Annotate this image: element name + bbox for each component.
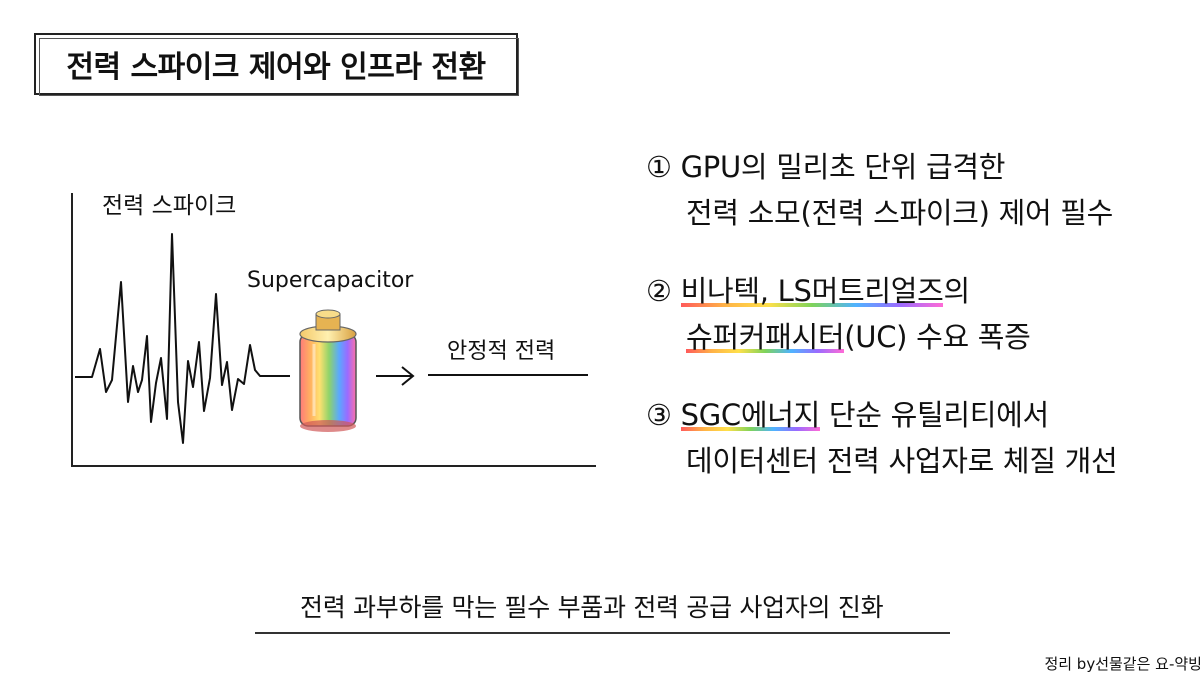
point-number: ②: [646, 274, 672, 308]
supercapacitor-icon: [299, 309, 357, 432]
point-text-continued: (UC) 수요 폭증: [844, 320, 1031, 354]
point-text: GPU의 밀리초 단위 급격한: [680, 150, 1006, 184]
spike-waveform: [75, 233, 290, 444]
stable-power-label: 안정적 전력: [447, 339, 556, 364]
spike-label: 전력 스파이크: [102, 193, 237, 219]
point-number: ①: [646, 150, 672, 184]
supercapacitor-label: Supercapacitor: [247, 268, 414, 293]
summary-subtitle: 전력 과부하를 막는 필수 부품과 전력 공급 사업자의 진화: [300, 593, 884, 622]
point-text: 의: [943, 274, 970, 308]
arrow-right-icon: [376, 366, 415, 386]
highlighted-company-name: SGC에너지: [680, 398, 820, 432]
point-text-continued: 데이터센터 전력 사업자로 체질 개선: [686, 444, 1118, 478]
point-text: 단순 유틸리티에서: [820, 398, 1049, 432]
author-credit: 정리 by선물같은 요-약빙: [1044, 655, 1202, 673]
key-point-1: ① GPU의 밀리초 단위 급격한 전력 소모(전력 스파이크) 제어 필수: [646, 144, 1166, 236]
key-point-3: ③ SGC에너지 단순 유틸리티에서 데이터센터 전력 사업자로 체질 개선: [646, 392, 1166, 484]
point-number: ③: [646, 398, 672, 432]
highlighted-product: 슈퍼커패시터: [686, 320, 845, 354]
key-point-2: ② 비나텍, LS머트리얼즈의 슈퍼커패시터(UC) 수요 폭증: [646, 268, 1166, 360]
point-text-continued: 전력 소모(전력 스파이크) 제어 필수: [686, 196, 1114, 230]
highlighted-company-names: 비나텍, LS머트리얼즈: [680, 274, 944, 308]
subtitle-underline: [255, 632, 950, 634]
key-points-list: ① GPU의 밀리초 단위 급격한 전력 소모(전력 스파이크) 제어 필수 ②…: [646, 144, 1166, 484]
